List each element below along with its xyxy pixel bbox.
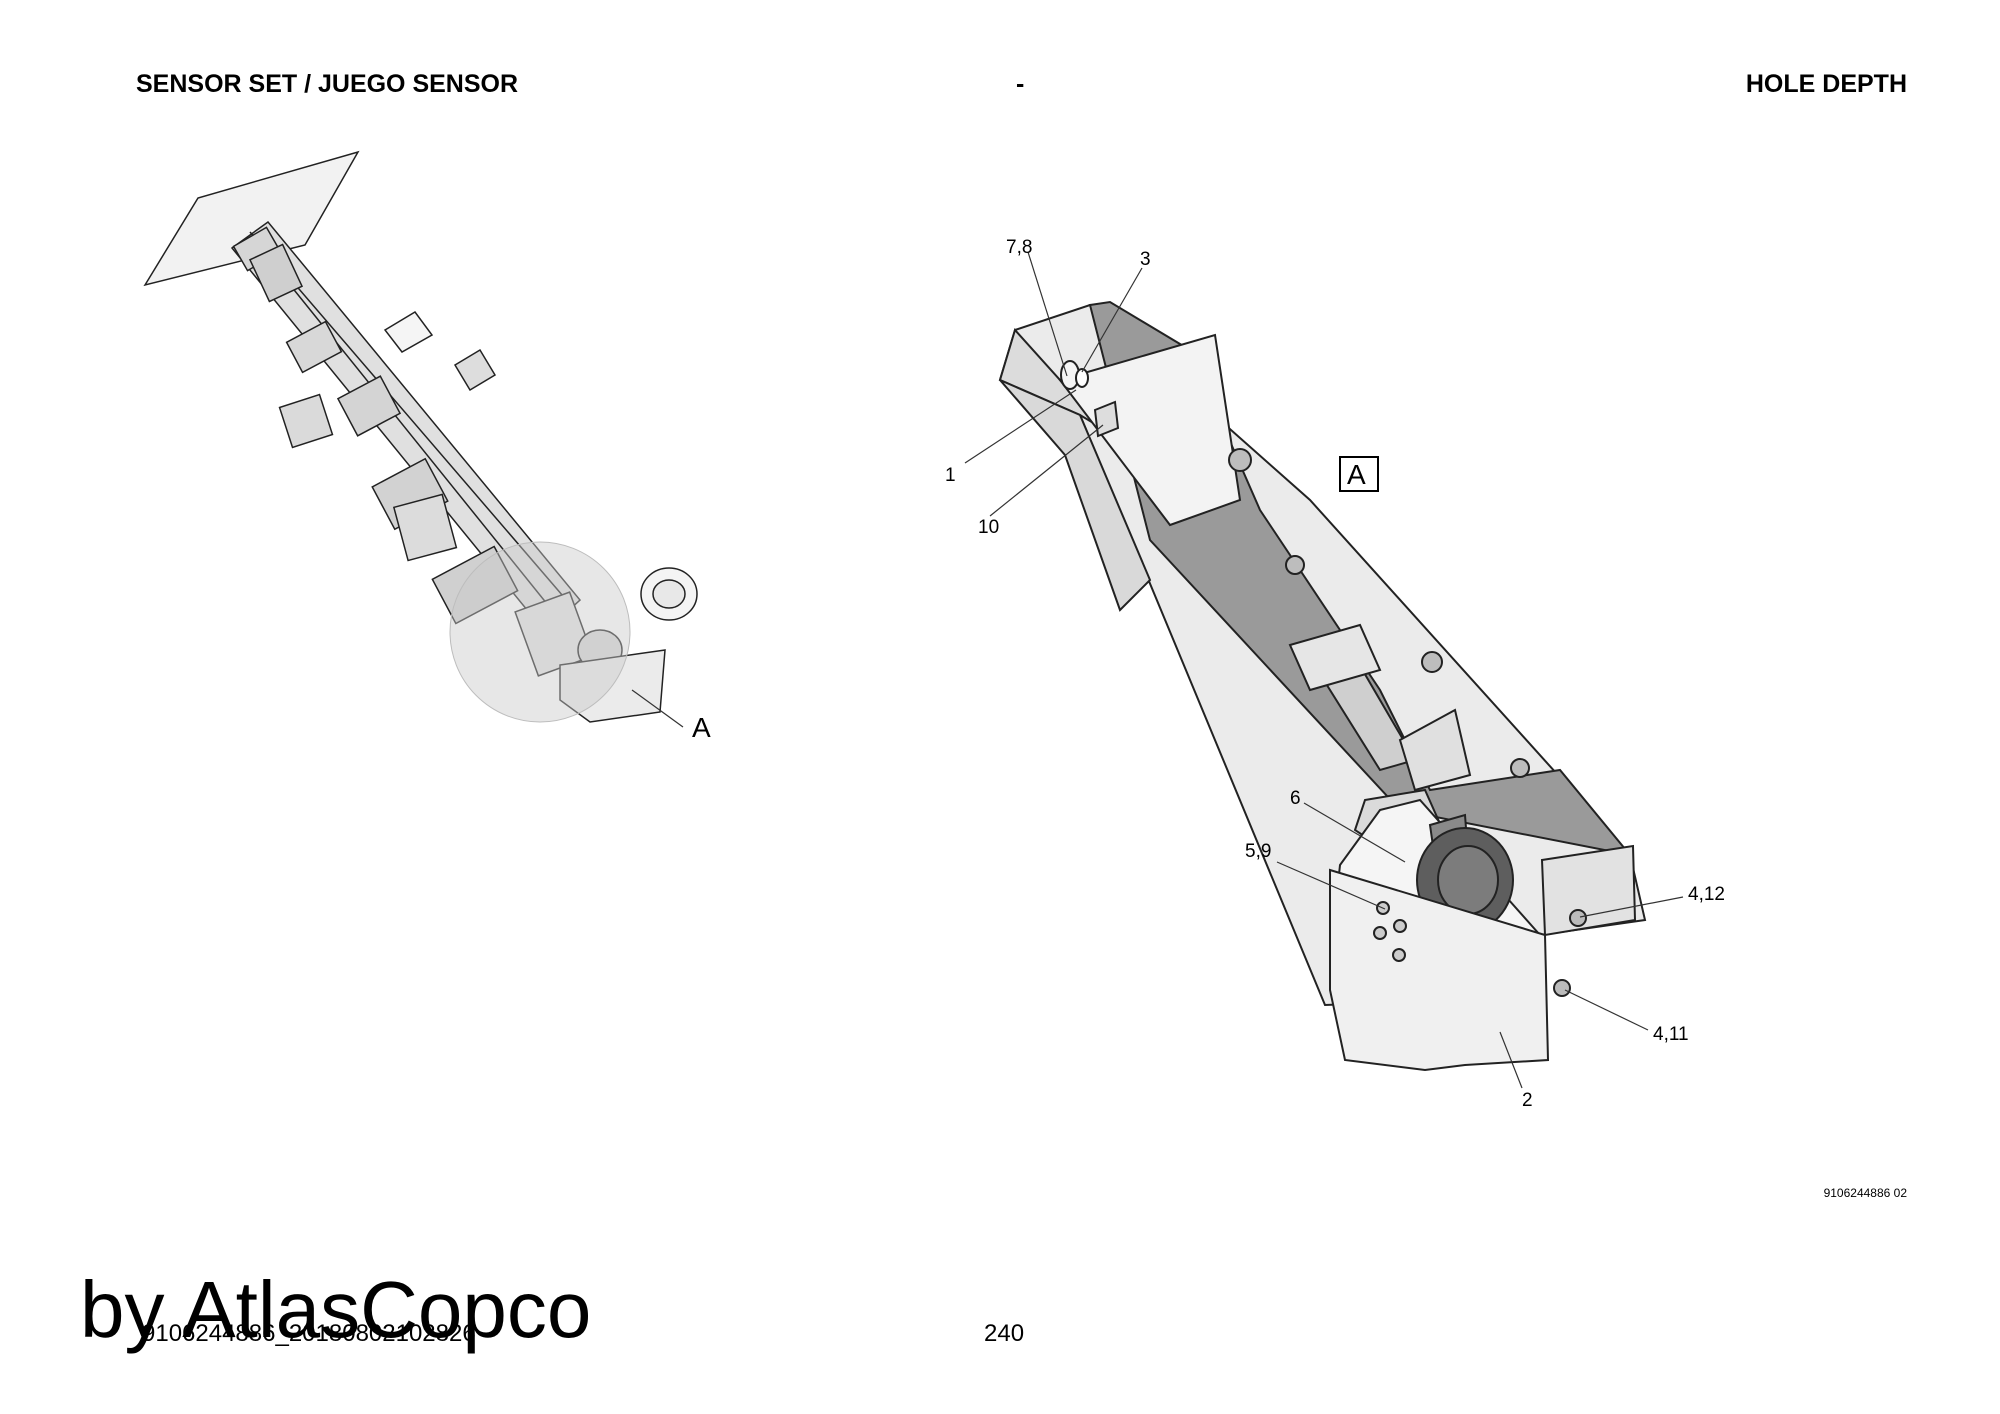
callout-5-9: 5,9 [1245, 841, 1271, 862]
header-center-dash: - [1016, 70, 1025, 98]
drawing-number: 9106244886 02 [1823, 1186, 1907, 1200]
callout-10: 10 [978, 517, 999, 538]
detail-a-highlight-circle [449, 541, 631, 723]
callout-6: 6 [1290, 788, 1301, 809]
callout-leaders [964, 251, 1684, 1089]
callout-7-8: 7,8 [1006, 237, 1032, 258]
page-number: 240 [984, 1320, 1025, 1347]
callout-1: 1 [945, 465, 956, 486]
header-left-title: SENSOR SET / JUEGO SENSOR [136, 70, 519, 98]
detail-a-leader [631, 689, 684, 728]
view-a-label: A [1347, 459, 1366, 490]
callout-4-12: 4,12 [1688, 884, 1725, 905]
view-a-box [1339, 456, 1379, 492]
header-right-title: HOLE DEPTH [1745, 70, 1907, 98]
callout-3: 3 [1140, 249, 1151, 270]
callout-2: 2 [1522, 1090, 1533, 1111]
overview-detail-label: A [692, 712, 711, 743]
detail-a-illustration [998, 300, 1647, 1072]
watermark: by AtlasCopco [80, 1265, 592, 1354]
callout-4-11: 4,11 [1653, 1024, 1689, 1045]
document-id: 9106244886_20180802102826 [142, 1320, 476, 1347]
